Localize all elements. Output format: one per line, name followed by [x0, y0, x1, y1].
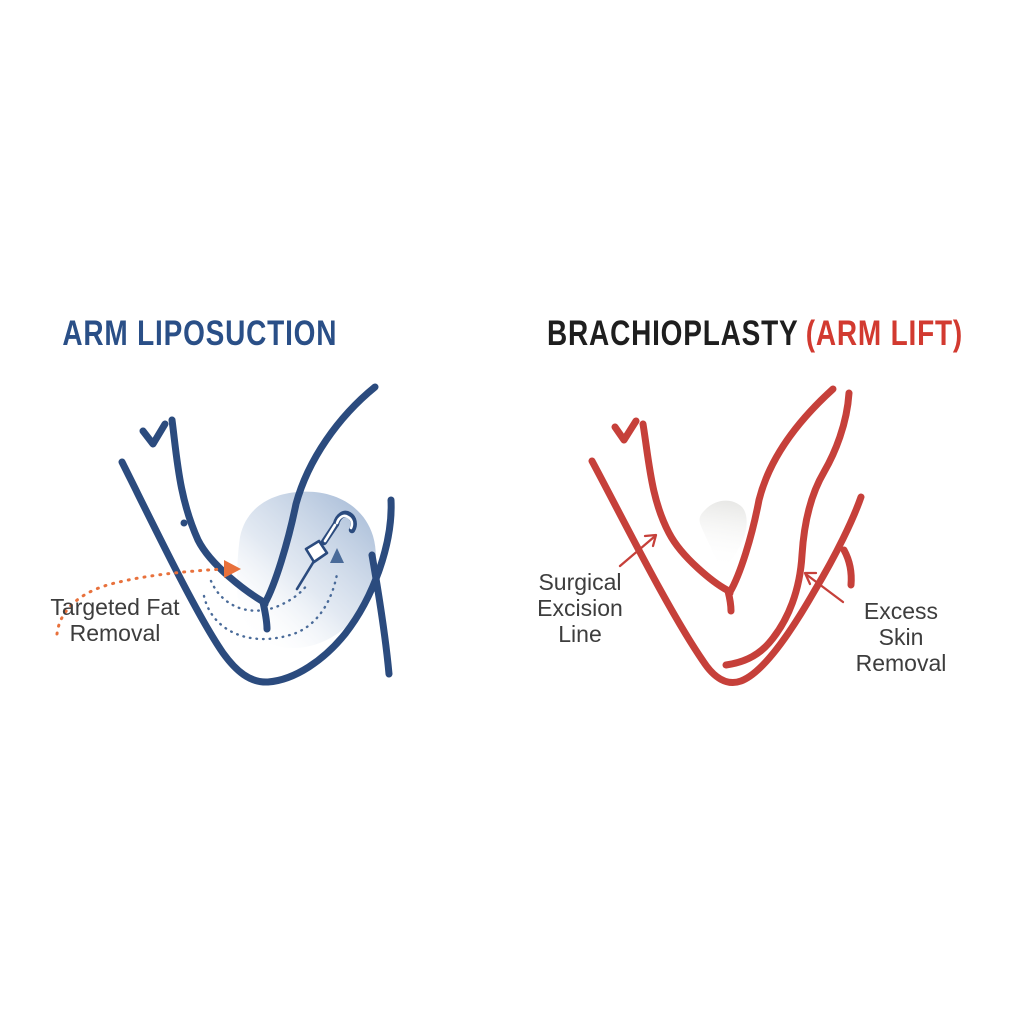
fingers-line: [611, 417, 640, 444]
skin-arrowhead-icon: [803, 571, 818, 586]
excess-skin-removal-label: Excess Skin Removal: [855, 598, 947, 676]
brachioplasty-figure: [588, 385, 865, 686]
brachioplasty-title: BRACHIOPLASTY: [547, 314, 799, 353]
cannula-barrel-highlight: [323, 523, 337, 543]
arm-liposuction-title: ARM LIPOSUCTION: [62, 314, 338, 353]
cannula-hook-highlight: [335, 514, 354, 530]
motion-arrowhead-icon: [330, 548, 344, 563]
arm-lift-accent-title: (ARM LIFT): [805, 314, 964, 353]
torso-stroke: [840, 546, 855, 589]
pointer-dotted-line: [55, 567, 225, 636]
skin-dot: [180, 519, 188, 527]
forearm-top-line: [168, 416, 269, 608]
targeted-fat-pointer: [55, 560, 241, 636]
armpit-shadow: [699, 500, 747, 569]
right-title-container: BRACHIOPLASTY(ARM LIFT): [545, 312, 965, 356]
forearm-top-line: [639, 420, 734, 597]
pointer-arrowhead-icon: [224, 560, 241, 578]
excess-skin-outline: [722, 389, 853, 669]
left-title-container: ARM LIPOSUCTION: [0, 312, 400, 356]
cannula-icon: [295, 510, 357, 591]
excision-arrow-line: [618, 535, 656, 568]
torso-line: [368, 551, 393, 678]
motion-arc-inner: [209, 579, 309, 612]
cannula-motion-arrows: [202, 572, 339, 641]
annotation-arrows: [618, 533, 845, 604]
excision-arrowhead-icon: [643, 533, 658, 548]
arm-lower-silhouette-line: [588, 457, 865, 686]
motion-arc-outer: [202, 572, 339, 641]
upper-arm-inner-line: [726, 385, 837, 596]
surgical-excision-line-label: Surgical Excision Line: [537, 569, 623, 647]
arm-liposuction-figure: [55, 383, 395, 686]
fingers-line: [139, 420, 169, 448]
arm-outline-red: [588, 385, 865, 686]
cannula-collar: [304, 539, 329, 564]
targeted-fat-removal-label: Targeted Fat Removal: [50, 594, 180, 646]
skin-arrow-line: [805, 573, 845, 604]
upper-arm-inner-line: [261, 383, 379, 607]
